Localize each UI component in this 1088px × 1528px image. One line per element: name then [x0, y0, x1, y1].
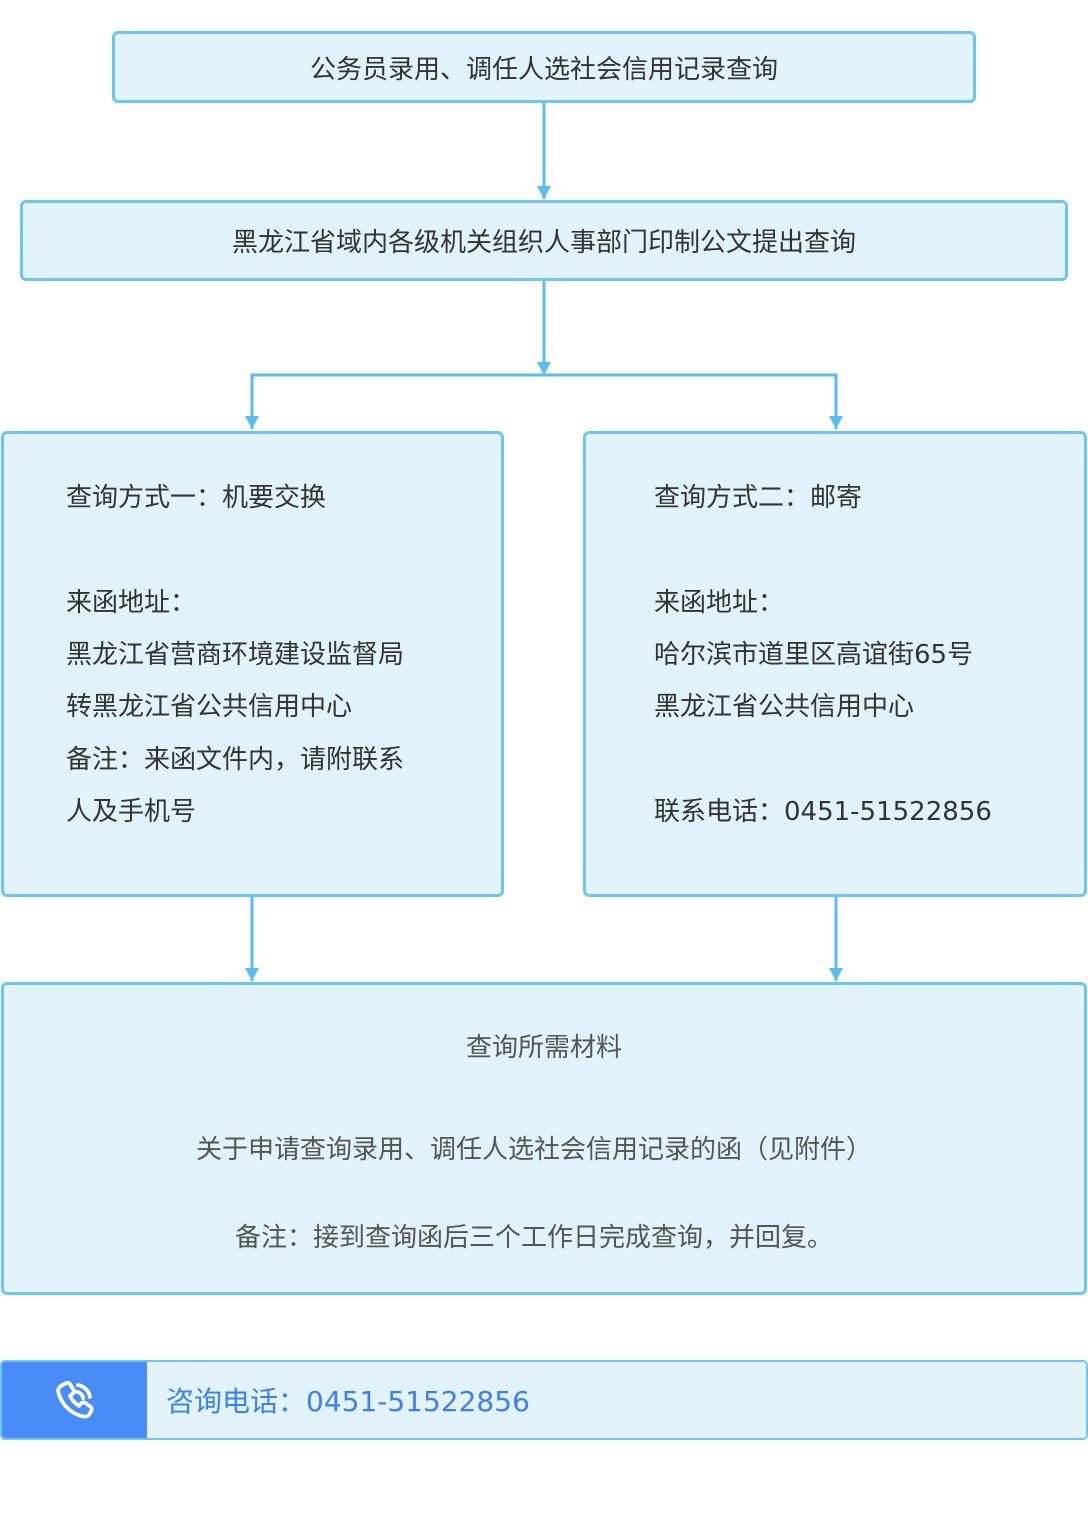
arrowhead-req-left: [245, 968, 259, 981]
arrowhead-split-center: [537, 362, 551, 375]
arrowhead-method2: [829, 416, 843, 429]
requirements-box: 查询所需材料 关于申请查询录用、调任人选社会信用记录的函（见附件） 备注：接到查…: [1, 982, 1087, 1295]
arrowhead-step2: [537, 186, 551, 199]
requirements-note: 备注：接到查询函后三个工作日完成查询，并回复。: [234, 1223, 833, 1253]
requirements-item: 关于申请查询录用、调任人选社会信用记录的函（见附件）: [195, 1135, 872, 1165]
contact-phone-text: 咨询电话：0451-51522856: [166, 1385, 530, 1418]
phone-icon: [55, 1380, 94, 1419]
method2-address-label: 来函地址：: [654, 588, 785, 618]
method1-address-line1: 黑龙江省营商环境建设监督局: [66, 640, 405, 670]
step1-box: 公务员录用、调任人选社会信用记录查询: [112, 31, 976, 103]
arrowhead-req-right: [829, 968, 843, 981]
method1-address-line2: 转黑龙江省公共信用中心: [66, 692, 353, 722]
method1-note-line1: 备注：来函文件内，请附联系: [66, 745, 405, 775]
arrowhead-method1: [245, 416, 259, 429]
method1-address-label: 来函地址：: [66, 588, 197, 618]
method1-note-line2: 人及手机号: [66, 797, 197, 827]
method1-box: 查询方式一：机要交换 来函地址： 黑龙江省营商环境建设监督局 转黑龙江省公共信用…: [1, 431, 504, 897]
phone-icon-block: [2, 1362, 147, 1438]
method1-title: 查询方式一：机要交换: [66, 483, 327, 513]
method2-title: 查询方式二：邮寄: [654, 483, 863, 513]
requirements-title: 查询所需材料: [465, 1033, 622, 1063]
method2-box: 查询方式二：邮寄 来函地址： 哈尔滨市道里区高谊街65号 黑龙江省公共信用中心 …: [583, 431, 1087, 897]
method2-phone: 联系电话：0451-51522856: [654, 797, 992, 827]
step1-label: 公务员录用、调任人选社会信用记录查询: [309, 54, 778, 85]
method2-address-line2: 黑龙江省公共信用中心: [654, 692, 915, 722]
line-split-horizontal: [250, 373, 838, 429]
step2-box: 黑龙江省域内各级机关组织人事部门印制公文提出查询: [20, 200, 1068, 281]
method2-address-line1: 哈尔滨市道里区高谊街65号: [654, 640, 974, 670]
contact-bar: 咨询电话：0451-51522856: [0, 1360, 1088, 1440]
step2-label: 黑龙江省域内各级机关组织人事部门印制公文提出查询: [231, 228, 856, 258]
